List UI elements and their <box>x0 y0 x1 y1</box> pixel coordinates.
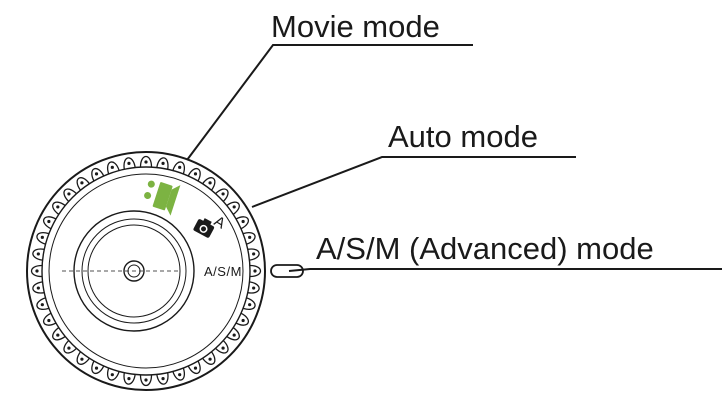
dial-ridge <box>139 155 153 168</box>
dial-ridge <box>91 168 105 182</box>
center-ring-inner <box>87 224 181 318</box>
dial-ridge <box>156 372 169 385</box>
dial-ridge-dot <box>94 172 99 176</box>
dial-ridge <box>43 312 57 326</box>
dial-ridge <box>226 201 240 215</box>
leader-asm-mode <box>288 268 722 272</box>
dial-ridge-dot <box>248 235 252 239</box>
camera-icon <box>193 218 215 238</box>
dial-ridge-dot <box>232 333 236 337</box>
leader-auto-mode <box>251 156 576 208</box>
dial-ridge-dot <box>35 269 39 273</box>
dial-ridge <box>32 248 45 261</box>
dial-ridge-dot <box>241 219 245 224</box>
dial-ridge <box>215 340 229 354</box>
center-knob <box>123 260 145 282</box>
dial-ridge-dot <box>80 357 84 361</box>
dial-ridge-dot <box>144 378 148 382</box>
dial-ridge-dot <box>253 269 257 273</box>
dial-ridge-dot <box>248 303 252 307</box>
dial-ridge-dot <box>144 160 148 164</box>
asm-mode-mark: A/S/M <box>204 264 242 279</box>
dial-ridge <box>36 232 49 245</box>
dial-ridge <box>76 177 90 191</box>
dial-ridge <box>107 161 120 174</box>
dial-ridge-dot <box>193 172 198 176</box>
dial-index-mark <box>270 264 304 278</box>
dial-ridge <box>243 297 256 310</box>
dial-ridge-dot <box>67 346 71 350</box>
dial-ridge-dot <box>221 346 225 350</box>
dial-ridge <box>243 232 256 245</box>
dial-ridge <box>36 297 49 310</box>
dial-ridge-dot <box>221 192 225 196</box>
dial-ridge-dot <box>47 219 51 224</box>
dial-ridge-dot <box>161 377 165 381</box>
dial-ridge <box>30 264 43 278</box>
dial-ridge-dot <box>94 366 99 370</box>
dial-ridge <box>172 368 185 381</box>
dial-ridge <box>63 188 77 202</box>
dial-ridge <box>139 374 153 387</box>
center-ring-mid <box>81 218 187 324</box>
dial-ridge-dot <box>110 373 114 377</box>
dial-ridge-dot <box>208 181 212 185</box>
dial-ridge <box>52 201 66 215</box>
dial-ridge-dot <box>193 366 198 370</box>
dial-ridge <box>249 264 262 278</box>
dial-ridge <box>43 216 57 230</box>
dial-ridge <box>247 281 260 294</box>
dial-ridge <box>91 360 105 374</box>
auto-mode-label: Auto mode <box>388 119 538 154</box>
dial-ridge-dot <box>252 286 256 290</box>
dial-ridge-dot <box>56 205 60 209</box>
dial-ridge <box>76 351 90 365</box>
dial-ridge <box>235 216 249 230</box>
dial-ridge-dot <box>80 181 84 185</box>
dial-ridge-dot <box>241 318 245 323</box>
dial-ridge-dot <box>127 377 131 381</box>
dial-ridge <box>63 340 77 354</box>
leader-movie-mode <box>186 44 473 161</box>
dial-outer-edge <box>26 151 266 391</box>
dial-ridge <box>215 188 229 202</box>
movie-mode-label: Movie mode <box>271 9 440 44</box>
dial-ridge <box>32 281 45 294</box>
dial-ridge-dot <box>47 318 51 323</box>
dial-ridge-dot <box>110 165 114 169</box>
dial-ridge <box>52 327 66 341</box>
dial-knurled-rim <box>30 155 262 387</box>
dial-ridge <box>202 351 216 365</box>
dial-ridge <box>187 168 201 182</box>
movie-camera-icon <box>144 180 181 216</box>
dial-ridge <box>226 327 240 341</box>
dial-ridge-dot <box>40 303 44 307</box>
dial-ridge-dot <box>56 333 60 337</box>
advanced-mode-label: A/S/M (Advanced) mode <box>316 231 654 266</box>
dial-ridge <box>156 157 169 170</box>
dial-ridge <box>247 248 260 261</box>
dial-ridge-dot <box>161 161 165 165</box>
dial-ridge-dot <box>178 165 182 169</box>
dial-ridge <box>123 157 136 170</box>
dial-ridge-dot <box>40 235 44 239</box>
dial-ridge-dot <box>232 205 236 209</box>
dial-ridge-dot <box>36 286 40 290</box>
dial-ridge-dot <box>36 252 40 256</box>
dial-ridge-dot <box>252 252 256 256</box>
dial-ridge <box>187 360 201 374</box>
dial-ridge-dot <box>127 161 131 165</box>
center-ring-outer <box>73 210 195 332</box>
dial-ridge-dot <box>208 357 212 361</box>
dial-ridge <box>107 368 120 381</box>
dial-face-ring <box>48 173 244 369</box>
dial-ridge <box>235 312 249 326</box>
dial-ridge-dot <box>178 373 182 377</box>
dial-ridge <box>202 177 216 191</box>
dial-ridge-dot <box>67 192 71 196</box>
dial-ridge <box>172 161 185 174</box>
dial-ridge <box>123 372 136 385</box>
